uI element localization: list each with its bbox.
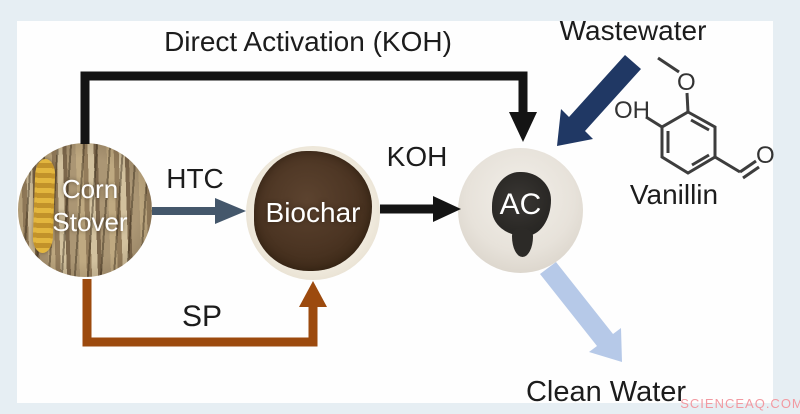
htc-label: HTC bbox=[166, 163, 224, 194]
methoxy-oxygen-label: O bbox=[677, 69, 696, 96]
watermark-text: SCIENCEAQ.COM bbox=[680, 396, 800, 411]
biochar-label: Biochar bbox=[265, 197, 361, 228]
aldehyde-oxygen-label: O bbox=[756, 142, 775, 169]
clean-water-label: Clean Water bbox=[525, 376, 687, 408]
vanillin-atom-labels: OH O O bbox=[614, 69, 775, 169]
corn-stover-label-line2: Stover bbox=[52, 207, 128, 237]
ac-powder-drip bbox=[511, 228, 533, 257]
corn-stover-label-line1: Corn bbox=[61, 174, 119, 204]
activated-carbon-photo: AC bbox=[458, 148, 583, 273]
direct-activation-label: Direct Activation (KOH) bbox=[164, 26, 452, 57]
ac-powder-blob bbox=[491, 171, 551, 236]
corn-stover-label: Corn Stover bbox=[18, 173, 152, 239]
vanillin-structure: OH O O bbox=[614, 56, 775, 180]
vanillin-bonds bbox=[645, 56, 760, 180]
sp-label: SP bbox=[181, 300, 223, 333]
biochar-powder-heap bbox=[254, 151, 372, 271]
hydroxyl-label: OH bbox=[614, 97, 650, 124]
vanillin-label: Vanillin bbox=[629, 179, 719, 210]
koh-label: KOH bbox=[386, 141, 448, 172]
corn-stover-photo: Corn Stover bbox=[18, 143, 152, 277]
wastewater-label: Wastewater bbox=[559, 15, 707, 46]
ac-label: AC bbox=[499, 188, 542, 221]
biochar-photo: Biochar bbox=[246, 146, 380, 280]
